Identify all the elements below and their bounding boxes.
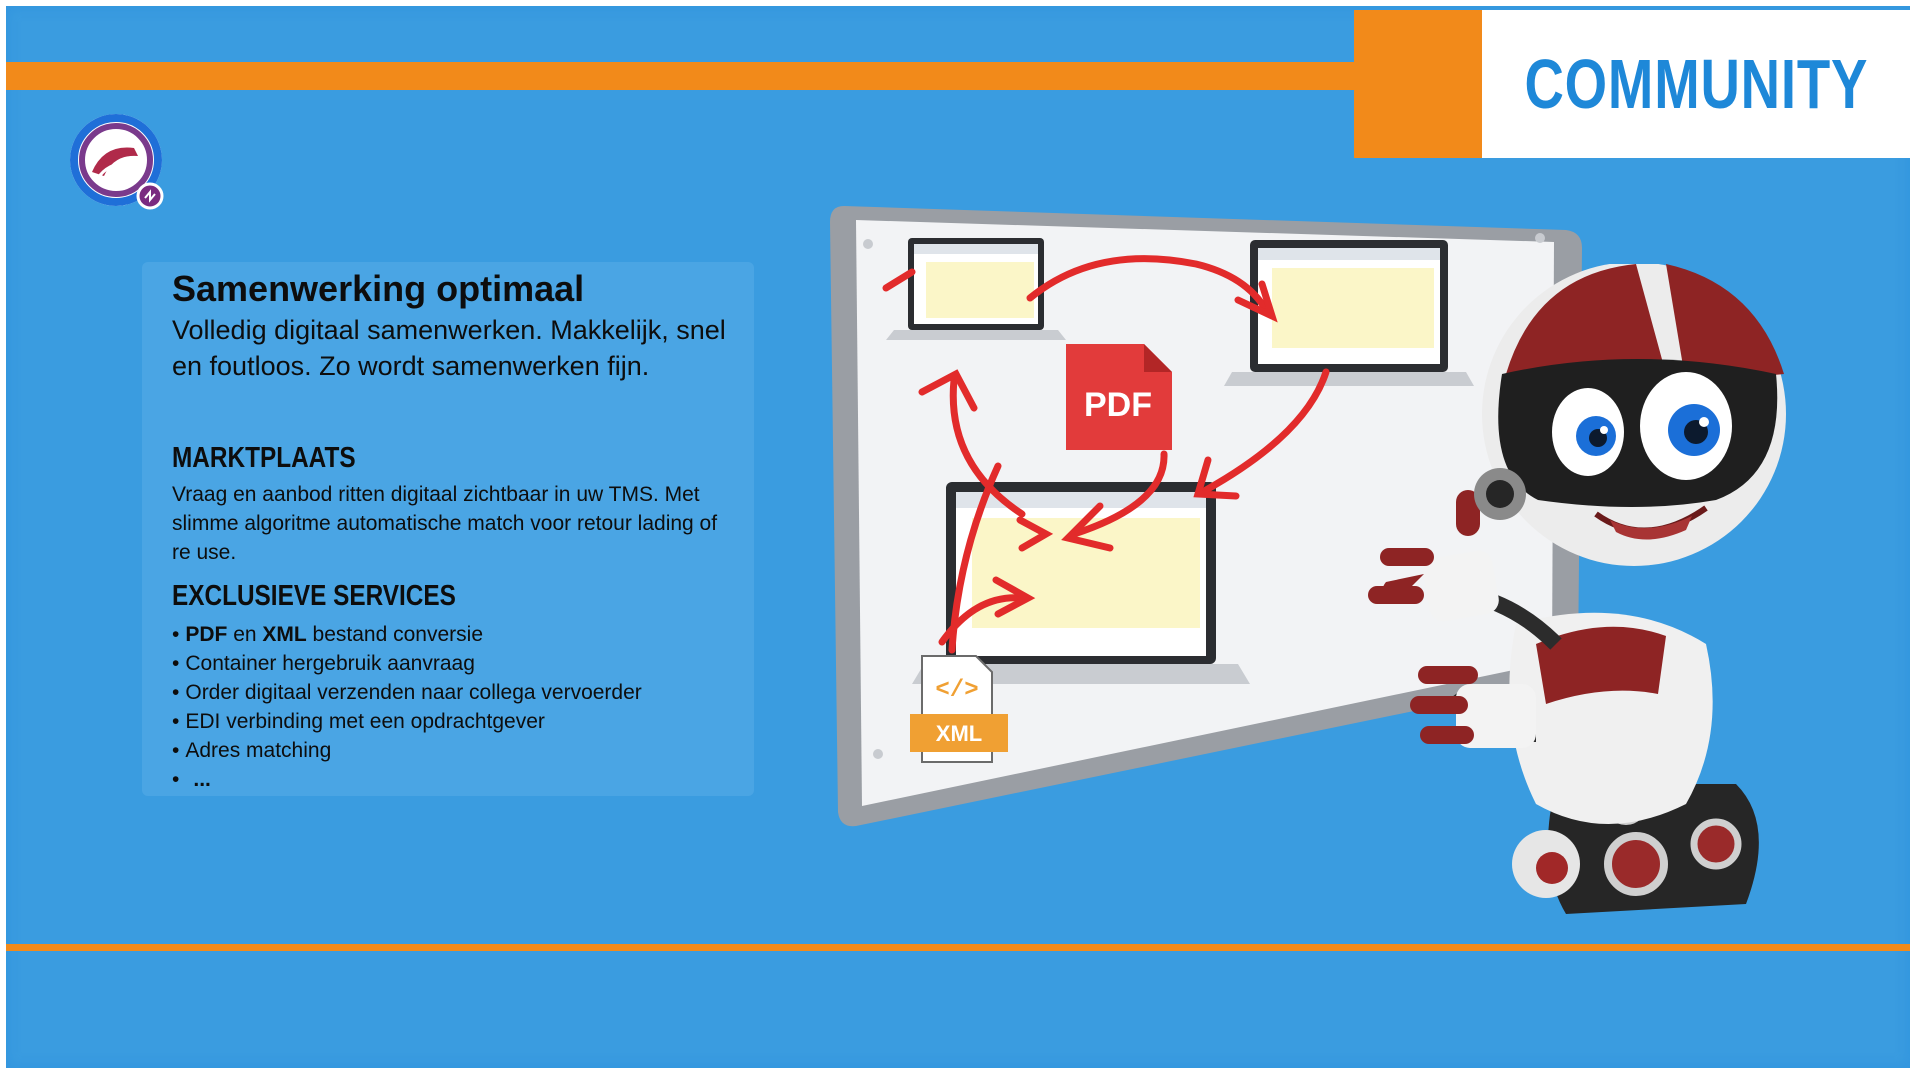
screw-icon: [1535, 233, 1545, 243]
pdf-file-icon: PDF: [1066, 344, 1172, 450]
laptop-icon: [1224, 240, 1474, 386]
whiteboard-illustration: PDF </> XML: [830, 206, 1582, 827]
list-item: •EDI verbinding met een opdrachtgever: [172, 710, 545, 733]
screw-icon: [873, 749, 883, 759]
list-item: •...: [172, 768, 211, 791]
xml-file-icon: </> XML: [910, 655, 1008, 763]
logo-icon: [70, 114, 164, 210]
top-orange-bar: [6, 62, 1366, 90]
services-list: •PDF en XML bestand conversie •Container…: [172, 620, 642, 794]
list-item: •Adres matching: [172, 739, 332, 762]
screw-icon: [863, 239, 873, 249]
marketplace-text: Vraag en aanbod ritten digitaal zichtbaa…: [172, 483, 718, 564]
marketplace-heading: MARKTPLAATS: [172, 442, 356, 474]
laptop-icon: [912, 482, 1250, 684]
header-tab: COMMUNITY: [1482, 10, 1910, 158]
robot-mascot: [1368, 264, 1786, 914]
pdf-label: PDF: [1084, 386, 1152, 424]
slide-frame: COMMUNITY Samenwerking optimaal Volledig…: [6, 6, 1910, 1068]
services-heading: EXCLUSIEVE SERVICES: [172, 580, 456, 612]
xml-label: XML: [936, 721, 982, 746]
arrow-icon: [882, 255, 1330, 654]
robot-head: [1474, 264, 1786, 566]
info-panel: Samenwerking optimaal Volledig digitaal …: [142, 262, 754, 796]
xml-code-glyph: </>: [935, 677, 978, 704]
page-title: COMMUNITY: [1524, 45, 1868, 123]
laptop-icon: [886, 238, 1066, 340]
list-item: •Order digitaal verzenden naar collega v…: [172, 681, 642, 704]
header-orange-block: [1354, 10, 1494, 158]
bottom-orange-bar: [6, 944, 1910, 951]
list-item: •PDF en XML bestand conversie: [172, 623, 483, 646]
list-item: •Container hergebruik aanvraag: [172, 652, 475, 675]
panel-intro: Volledig digitaal samenwerken. Makkelijk…: [172, 315, 726, 381]
panel-title: Samenwerking optimaal: [172, 268, 585, 309]
